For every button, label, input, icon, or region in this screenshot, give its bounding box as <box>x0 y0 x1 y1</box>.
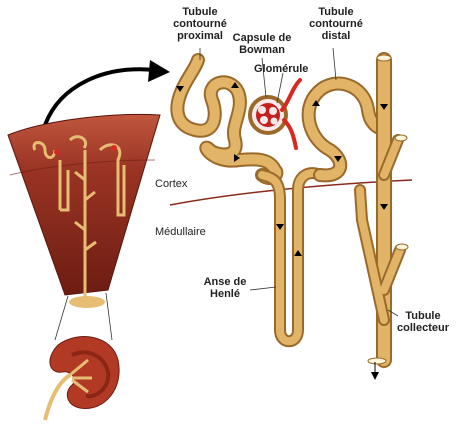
nephron-tubules <box>177 60 400 360</box>
label-anse-henle: Anse de Henlé <box>196 276 254 300</box>
kidney-section-wedge <box>8 114 160 308</box>
label-tubule-proximal: Tubule contourné proximal <box>162 6 238 42</box>
zoom-arrow-head <box>148 60 170 82</box>
kidney <box>45 337 119 420</box>
label-glomerule: Glomérule <box>254 63 320 75</box>
label-capsule-bowman: Capsule de Bowman <box>228 32 296 56</box>
label-medullaire: Médullaire <box>155 226 225 238</box>
bowman-capsule <box>250 97 286 133</box>
label-tubule-collecteur: Tubule collecteur <box>390 310 456 334</box>
label-tubule-distal: Tubule contourné distal <box>298 6 374 42</box>
label-cortex: Cortex <box>155 178 215 190</box>
